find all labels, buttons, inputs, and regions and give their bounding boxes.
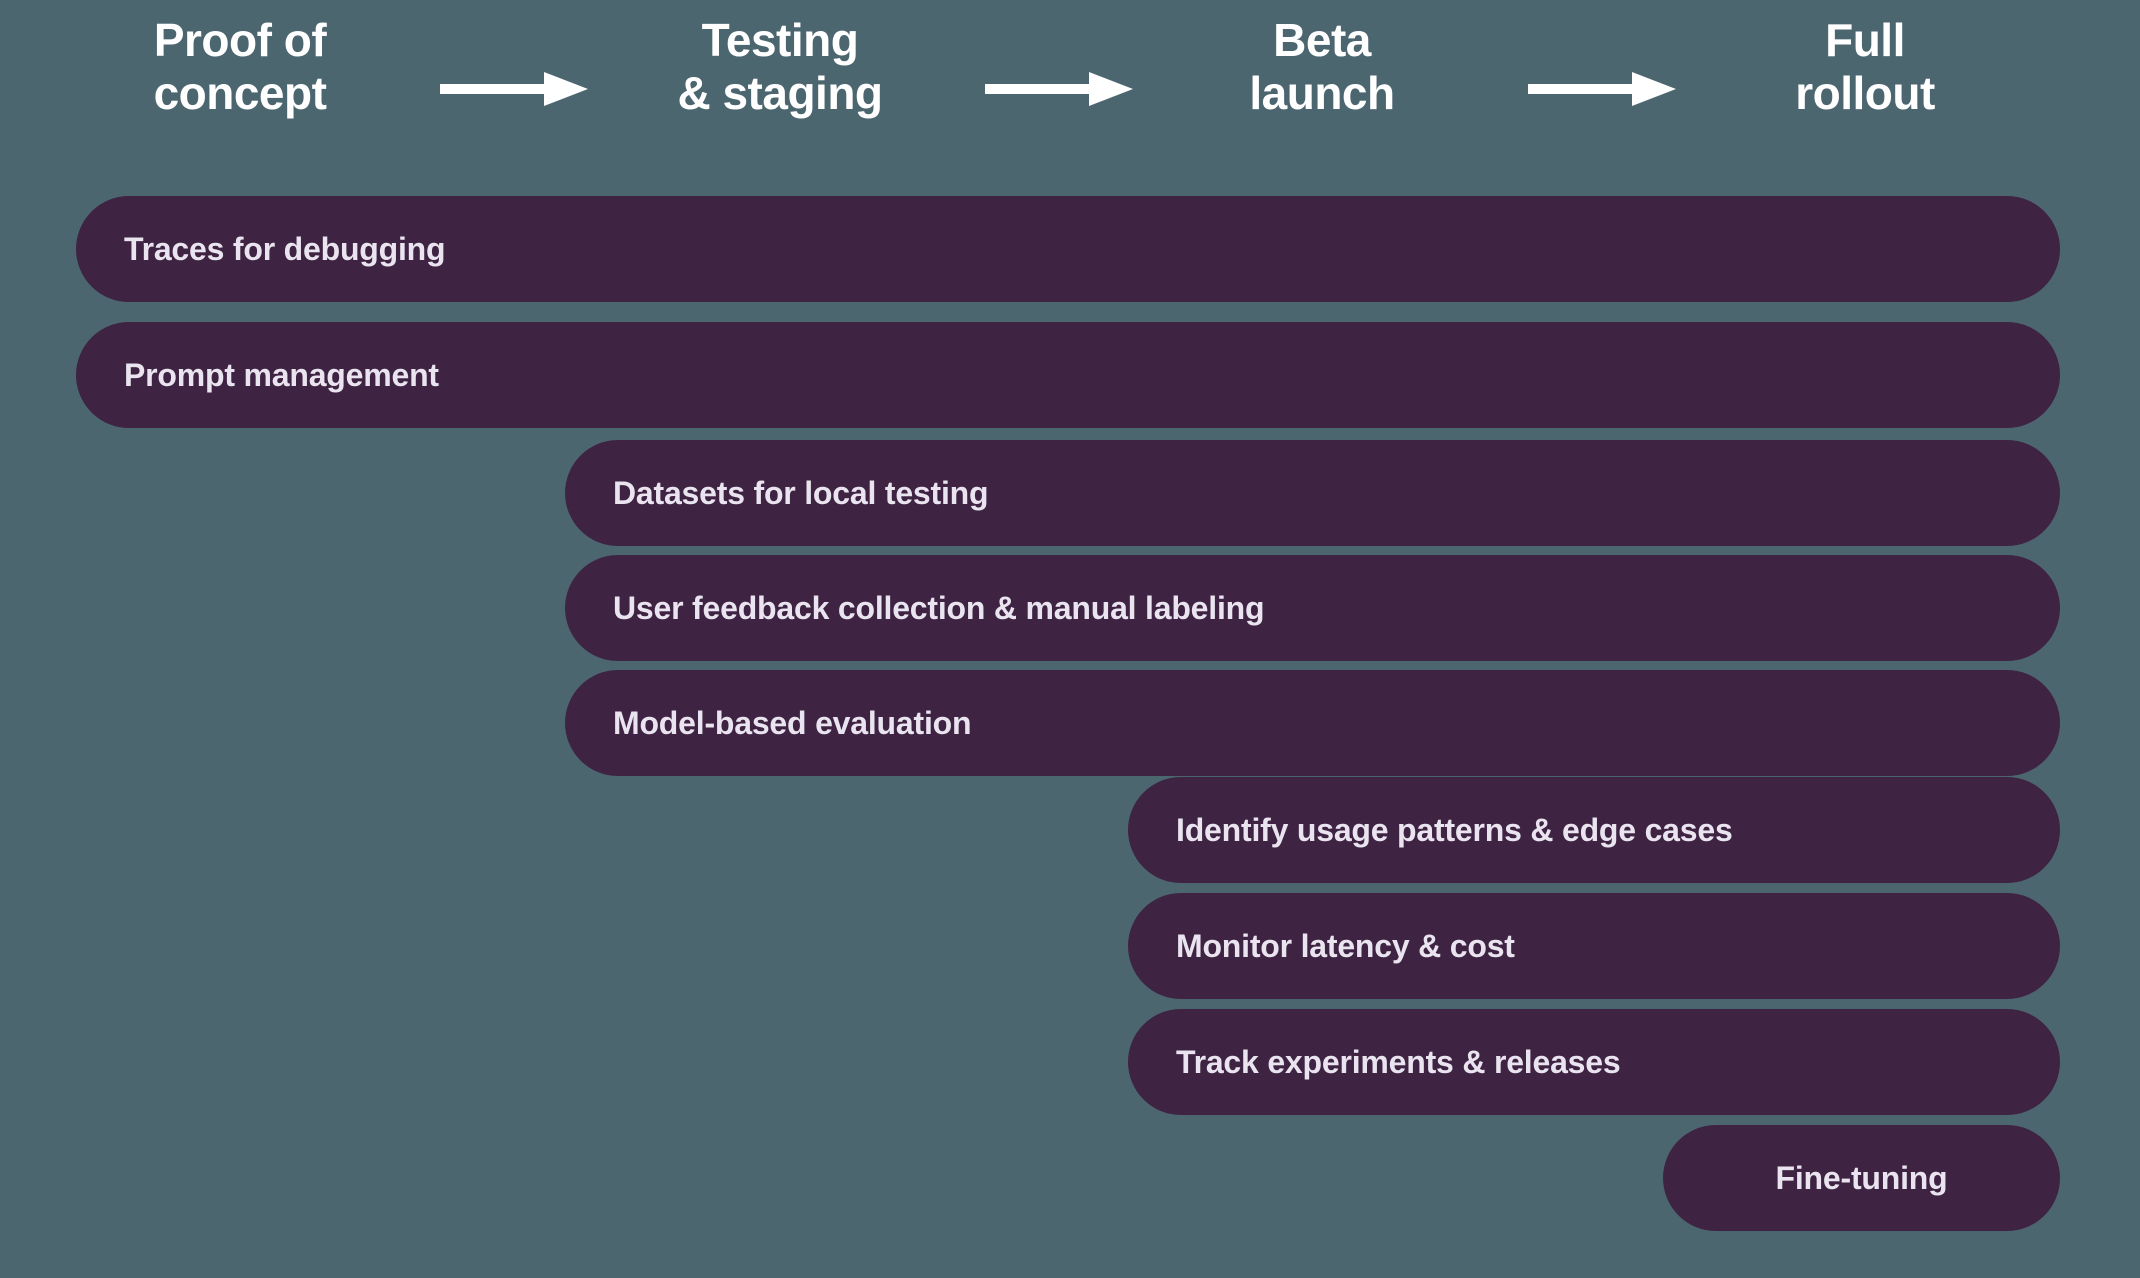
capability-bar-label: Prompt management [124,356,439,393]
capability-bar-label: Track experiments & releases [1176,1043,1621,1080]
capability-bar-label: Model-based evaluation [613,704,972,741]
capability-bar-label: Traces for debugging [124,230,446,267]
capability-bar-label: Identify usage patterns & edge cases [1176,811,1733,848]
capability-bar: Traces for debugging [76,196,2060,302]
stage-arrow-icon-2 [985,70,1135,108]
capability-bar: Identify usage patterns & edge cases [1128,777,2060,883]
stage-arrow-icon-1 [440,70,590,108]
capability-bar: Model-based evaluation [565,670,2060,776]
stage-label-3: Beta launch [1249,14,1395,119]
capability-bar-label: Monitor latency & cost [1176,927,1515,964]
stage-label-4: Full rollout [1795,14,1935,119]
stage-label-2: Testing & staging [677,14,883,119]
capability-bar-label: User feedback collection & manual labeli… [613,589,1265,626]
capability-bar: Prompt management [76,322,2060,428]
capability-bar: Datasets for local testing [565,440,2060,546]
capability-bar: Fine-tuning [1663,1125,2060,1231]
capability-bar: Track experiments & releases [1128,1009,2060,1115]
capability-bar: Monitor latency & cost [1128,893,2060,999]
capability-bar: User feedback collection & manual labeli… [565,555,2060,661]
stage-header-row: Proof of concept Testing & staging Beta la… [0,0,2140,180]
capability-bar-label: Fine-tuning [1775,1159,1948,1196]
stage-label-1: Proof of concept [153,14,327,119]
stage-arrow-icon-3 [1528,70,1678,108]
capability-bar-label: Datasets for local testing [613,474,989,511]
